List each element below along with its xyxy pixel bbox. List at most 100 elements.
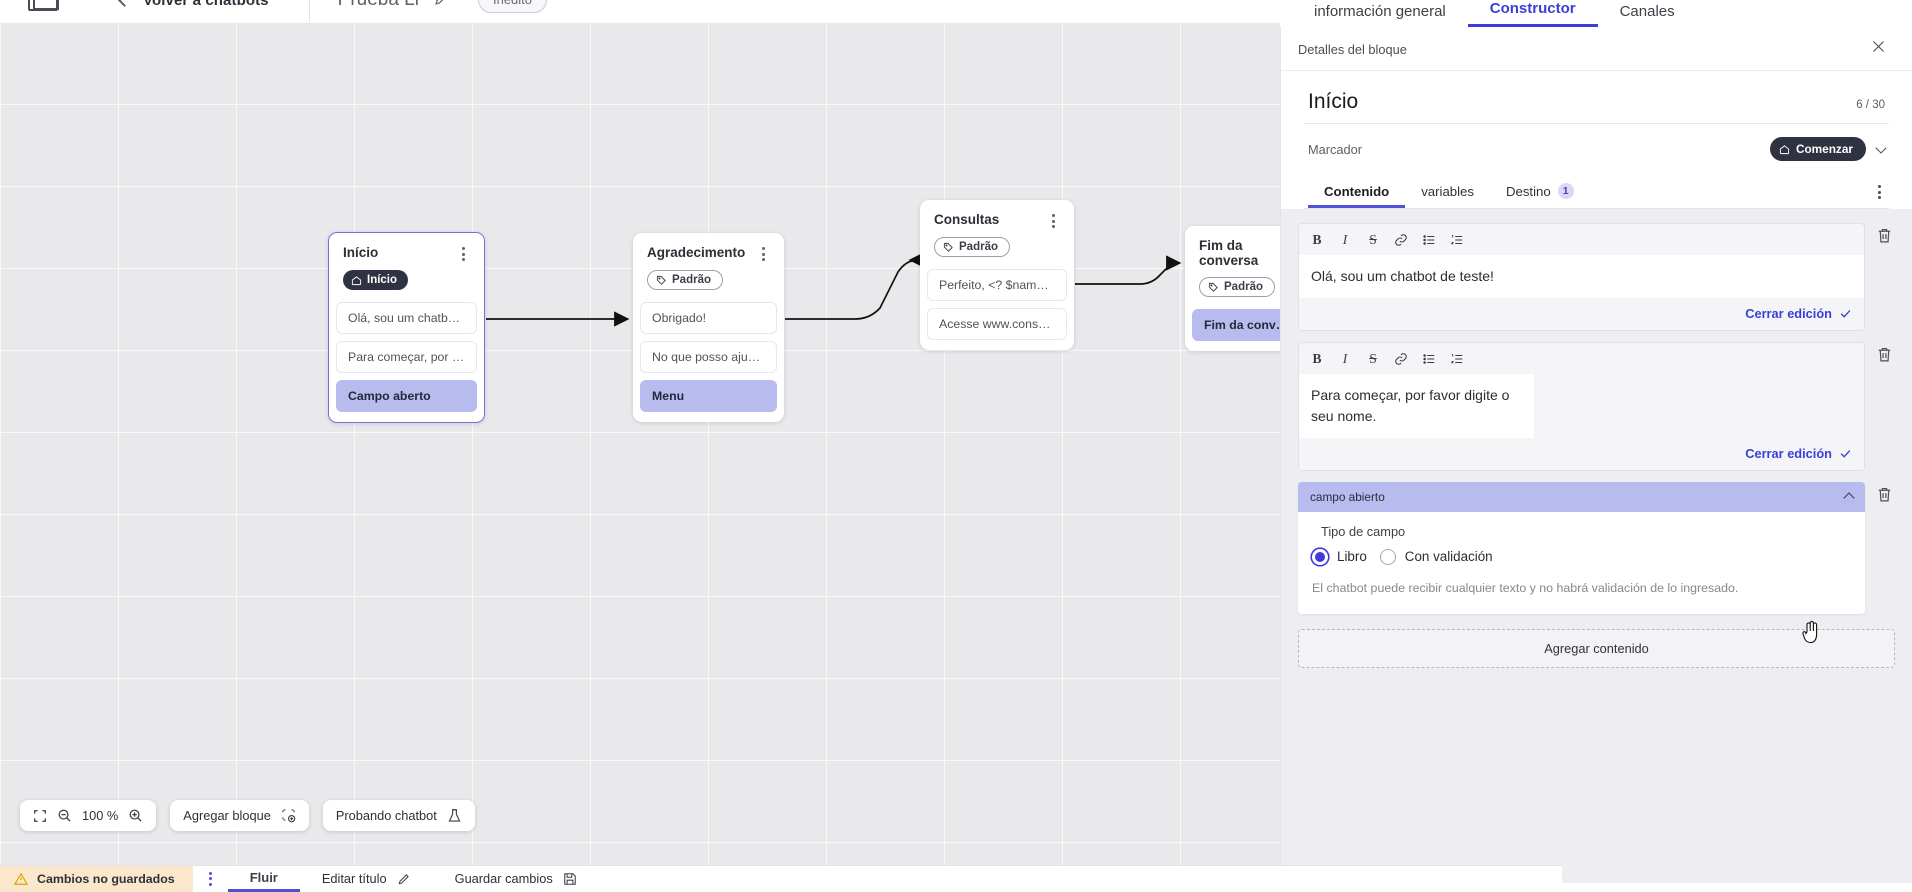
tab-variables-label: variables — [1421, 184, 1474, 199]
link-icon[interactable] — [1387, 227, 1415, 252]
tab-destino-label: Destino — [1506, 184, 1551, 199]
home-icon — [1779, 144, 1790, 155]
add-block-icon — [281, 808, 296, 823]
numbered-list-icon[interactable] — [1443, 227, 1471, 252]
chevron-left-icon[interactable] — [118, 0, 131, 6]
rich-text-editor[interactable]: B I S Olá, sou um chatbot de teste! — [1298, 223, 1865, 331]
node-title: Agradecimento — [647, 245, 756, 260]
status-kebab-menu-icon[interactable] — [209, 872, 212, 886]
tab-canales[interactable]: Canales — [1598, 3, 1697, 27]
save-disk-icon — [563, 872, 577, 886]
test-chatbot-button[interactable]: Probando chatbot — [323, 800, 475, 831]
bold-icon[interactable]: B — [1303, 346, 1331, 371]
link-icon[interactable] — [1387, 346, 1415, 371]
close-edit-button[interactable]: Cerrar edición — [1745, 446, 1852, 461]
marcador-label: Marcador — [1308, 142, 1362, 157]
zoom-controls: 100 % — [20, 800, 156, 831]
node-badge-label: Padrão — [1224, 281, 1263, 293]
italic-icon[interactable]: I — [1331, 346, 1359, 371]
italic-icon[interactable]: I — [1331, 227, 1359, 252]
home-icon — [351, 275, 362, 286]
node-row[interactable]: No que posso ajudar, <? $name ... — [640, 341, 777, 373]
node-header: Consultas — [920, 210, 1074, 228]
pencil-icon[interactable] — [433, 0, 452, 12]
panel-header-label: Detalles del bloque — [1298, 42, 1407, 57]
edit-title-button[interactable]: Editar título — [300, 871, 433, 886]
rich-text-editor[interactable]: B I S Para começar, por favor digite o s… — [1298, 342, 1865, 471]
tab-contenido[interactable]: Contenido — [1308, 177, 1405, 208]
bullet-list-icon[interactable] — [1415, 227, 1443, 252]
tab-variables[interactable]: variables — [1405, 177, 1490, 208]
campo-abierto-label: campo abierto — [1310, 490, 1385, 504]
content-list: B I S Olá, sou um chatbot de teste! — [1281, 209, 1912, 883]
strikethrough-icon[interactable]: S — [1359, 346, 1387, 371]
close-edit-label: Cerrar edición — [1745, 446, 1832, 461]
tab-fluir[interactable]: Fluir — [228, 866, 300, 892]
tab-constructor[interactable]: Constructor — [1468, 0, 1598, 27]
strikethrough-icon[interactable]: S — [1359, 227, 1387, 252]
flow-node-agradecimento[interactable]: Agradecimento Padrão Obrigado! No que po… — [633, 233, 784, 422]
bullet-list-icon[interactable] — [1415, 346, 1443, 371]
node-row[interactable]: Obrigado! — [640, 302, 777, 334]
panel-overflow-menu-icon[interactable] — [1878, 185, 1881, 199]
node-row[interactable]: Menu — [640, 380, 777, 412]
radio-con-validacion-dot[interactable] — [1380, 549, 1396, 565]
node-row[interactable]: Para começar, por favor digite o ... — [336, 341, 477, 373]
panel-body: Início 6 / 30 Marcador Comenzar Contenid… — [1281, 71, 1912, 209]
campo-abierto-card: campo abierto Tipo de campo Libro Con va… — [1298, 482, 1865, 614]
zoom-in-icon[interactable] — [128, 808, 143, 823]
add-block-button[interactable]: Agregar bloque — [170, 800, 309, 831]
radio-libro-label: Libro — [1337, 549, 1367, 564]
field-config-card: campo abierto Tipo de campo Libro Con va… — [1298, 482, 1895, 614]
content-card: B I S Para começar, por favor digite o s… — [1298, 342, 1895, 471]
radio-libro[interactable]: Libro — [1312, 549, 1367, 565]
tab-contenido-label: Contenido — [1324, 184, 1389, 199]
marcador-row: Marcador Comenzar — [1304, 124, 1889, 173]
unsaved-changes-badge: Cambios no guardados — [0, 866, 193, 892]
radio-libro-dot[interactable] — [1312, 549, 1328, 565]
node-menu-icon[interactable] — [1046, 212, 1060, 228]
flow-node-inicio[interactable]: Início Início Olá, sou um chatbot de tes… — [328, 232, 485, 423]
trash-icon[interactable] — [1876, 223, 1895, 249]
tab-destino[interactable]: Destino 1 — [1490, 176, 1590, 208]
content-text[interactable]: Olá, sou um chatbot de teste! — [1299, 255, 1864, 298]
node-rows: Obrigado! No que posso ajudar, <? $name … — [633, 302, 784, 412]
save-changes-button[interactable]: Guardar cambios — [433, 871, 599, 886]
node-badge-label: Padrão — [672, 274, 711, 286]
bold-icon[interactable]: B — [1303, 227, 1331, 252]
unsaved-changes-label: Cambios no guardados — [37, 872, 175, 886]
trash-icon[interactable] — [1876, 482, 1895, 508]
numbered-list-icon[interactable] — [1443, 346, 1471, 371]
node-menu-icon[interactable] — [756, 245, 770, 261]
tipo-de-campo-options: Libro Con validación — [1312, 549, 1851, 565]
chevron-up-icon[interactable] — [1843, 493, 1854, 504]
app-logo-icon — [28, 0, 58, 11]
block-title-row: Início 6 / 30 — [1304, 71, 1889, 124]
zoom-level: 100 % — [82, 808, 118, 823]
back-to-chatbots-link[interactable]: Volver a chatbots — [143, 0, 269, 9]
marcador-value-chip[interactable]: Comenzar — [1770, 137, 1866, 161]
close-edit-button[interactable]: Cerrar edición — [1745, 306, 1852, 321]
add-content-button[interactable]: Agregar contenido — [1298, 629, 1895, 668]
flow-node-consultas[interactable]: Consultas Padrão Perfeito, <? $name ?>! … — [920, 200, 1074, 350]
zoom-out-icon[interactable] — [57, 808, 72, 823]
chatbot-name: Prueba Li — [338, 0, 419, 11]
node-badge-start: Início — [343, 270, 408, 290]
test-chatbot-label: Probando chatbot — [336, 808, 437, 823]
tab-informacion-general[interactable]: información general — [1292, 3, 1468, 27]
radio-con-validacion[interactable]: Con validación — [1380, 549, 1493, 565]
close-icon[interactable] — [1871, 39, 1886, 59]
campo-abierto-header[interactable]: campo abierto — [1298, 482, 1865, 512]
fit-screen-icon[interactable] — [33, 809, 47, 823]
save-changes-label: Guardar cambios — [455, 871, 553, 886]
node-menu-icon[interactable] — [456, 245, 470, 261]
node-row[interactable]: Campo aberto — [336, 380, 477, 412]
chevron-down-icon[interactable] — [1875, 142, 1886, 153]
node-header: Início — [329, 243, 484, 261]
content-text[interactable]: Para começar, por favor digite o seu nom… — [1299, 374, 1534, 438]
trash-icon[interactable] — [1876, 342, 1895, 368]
node-row[interactable]: Acesse www.consultas.com par... — [927, 308, 1067, 340]
node-row[interactable]: Perfeito, <? $name ?>! — [927, 269, 1067, 301]
status-bar: Cambios no guardados Fluir Editar título… — [0, 865, 1562, 891]
node-row[interactable]: Olá, sou um chatbot de teste! — [336, 302, 477, 334]
